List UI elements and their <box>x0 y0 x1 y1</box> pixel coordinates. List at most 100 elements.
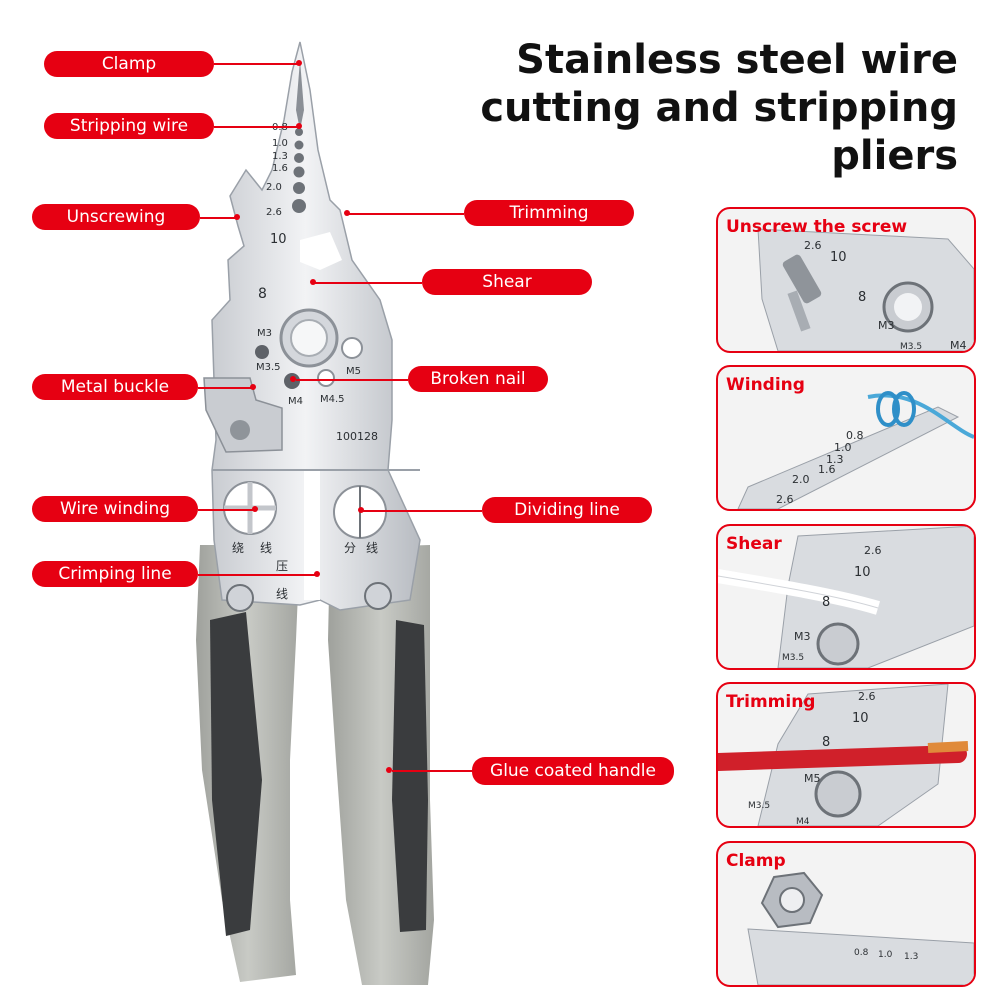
panel-label-trimming: Trimming <box>726 692 816 712</box>
panel-trimming-mark-10: 10 <box>852 711 869 726</box>
panel-shear: Shear 2.6 10 8 M3 M3.5 <box>716 524 976 670</box>
panel-shear-mark-8: 8 <box>822 595 830 610</box>
leader-dot-crimping-line <box>314 571 320 577</box>
panel-clamp-illustration: 0.8 1.0 1.3 <box>747 871 974 985</box>
title-line-3: pliers <box>831 133 958 179</box>
panel-winding-mark-26: 2.6 <box>776 493 794 506</box>
leader-unscrewing <box>200 217 236 219</box>
right-handle <box>328 545 434 985</box>
m4-mark: M4 <box>288 396 303 407</box>
leader-dot-shear <box>310 279 316 285</box>
leader-broken-nail <box>296 379 408 381</box>
leader-dot-clamp <box>296 60 302 66</box>
leader-crimping-line <box>198 574 316 576</box>
panel-unscrew-mark-26: 2.6 <box>804 239 822 252</box>
leader-glue-coated-handle <box>392 770 472 772</box>
leader-clamp <box>214 63 298 65</box>
gauge-26: 2.6 <box>266 207 282 218</box>
left-handle <box>196 545 300 982</box>
panel-winding-mark-13: 1.3 <box>826 453 844 466</box>
panel-unscrew: Unscrew the screw 2.6 10 8 M3 M3.5 M4 <box>716 207 976 353</box>
panel-unscrew-mark-m35: M3.5 <box>900 342 922 351</box>
panel-label-clamp: Clamp <box>726 851 786 871</box>
panel-shear-mark-m3: M3 <box>794 630 811 643</box>
product-title: Stainless steel wire cutting and strippi… <box>438 36 958 180</box>
panel-unscrew-mark-m4: M4 <box>950 339 967 351</box>
panel-unscrew-mark-10: 10 <box>830 250 847 265</box>
cn-xian-1: 线 <box>260 541 272 555</box>
leader-dot-broken-nail <box>290 376 296 382</box>
panel-unscrew-illustration: 2.6 10 8 M3 M3.5 M4 <box>757 228 974 351</box>
panel-shear-mark-10: 10 <box>854 565 871 580</box>
gauge-20: 2.0 <box>266 182 282 193</box>
cn-ya: 压 <box>276 559 288 573</box>
panel-trimming-mark-m4: M4 <box>796 817 810 826</box>
callout-metal-buckle: Metal buckle <box>32 374 198 400</box>
callout-wire-winding: Wire winding <box>32 496 198 522</box>
callout-stripping-wire: Stripping wire <box>44 113 214 139</box>
panel-trimming-illustration: 2.6 10 8 M5 M3.5 M4 <box>718 684 969 826</box>
panel-winding-mark-10: 1.0 <box>834 441 852 454</box>
model-number: 100128 <box>336 430 378 443</box>
cn-fen: 分 <box>344 541 356 555</box>
callout-trimming: Trimming <box>464 200 634 226</box>
m5-mark: M5 <box>346 366 361 377</box>
panel-shear-mark-26: 2.6 <box>864 544 882 557</box>
callout-shear: Shear <box>422 269 592 295</box>
leader-dot-metal-buckle <box>250 384 256 390</box>
panel-label-shear: Shear <box>726 534 782 554</box>
leader-dot-glue-coated-handle <box>386 767 392 773</box>
leader-wire-winding <box>198 509 254 511</box>
callout-crimping-line: Crimping line <box>32 561 198 587</box>
leader-stripping-wire <box>214 126 298 128</box>
leader-dot-dividing-line <box>358 507 364 513</box>
panel-winding-mark-16: 1.6 <box>818 463 836 476</box>
panel-clamp-mark-08: 0.8 <box>854 948 869 958</box>
callout-unscrewing: Unscrewing <box>32 204 200 230</box>
panel-trimming-mark-26: 2.6 <box>858 690 876 703</box>
cn-xian-2: 线 <box>276 587 288 601</box>
callout-clamp: Clamp <box>44 51 214 77</box>
callout-broken-nail: Broken nail <box>408 366 548 392</box>
panel-label-unscrew: Unscrew the screw <box>726 217 908 237</box>
m45-mark: M4.5 <box>320 394 345 405</box>
size-8: 8 <box>258 286 267 302</box>
panel-unscrew-mark-8: 8 <box>858 290 866 305</box>
panel-clamp-mark-10: 1.0 <box>878 950 893 960</box>
gauge-10: 1.0 <box>272 138 288 149</box>
panel-trimming-mark-8: 8 <box>822 735 830 750</box>
leader-trimming <box>348 213 464 215</box>
panel-label-winding: Winding <box>726 375 805 395</box>
panel-shear-illustration: 2.6 10 8 M3 M3.5 <box>718 526 974 668</box>
panel-winding-illustration: 0.8 1.0 1.3 1.6 2.0 2.6 <box>737 391 974 509</box>
gauge-13: 1.3 <box>272 151 288 162</box>
callout-glue-coated-handle: Glue coated handle <box>472 757 674 785</box>
gauge-16: 1.6 <box>272 163 288 174</box>
m35-mark: M3.5 <box>256 362 281 373</box>
leader-metal-buckle <box>198 387 252 389</box>
leader-shear <box>314 282 422 284</box>
panel-trimming-mark-m5: M5 <box>804 772 821 785</box>
cn-rao: 绕 <box>232 541 244 555</box>
panel-clamp-mark-13: 1.3 <box>904 952 918 962</box>
leader-dividing-line <box>362 510 482 512</box>
panel-shear-mark-m35: M3.5 <box>782 653 804 663</box>
cn-xian-3: 线 <box>366 541 378 555</box>
steel-head <box>203 41 421 612</box>
title-line-1: Stainless steel wire <box>516 37 958 83</box>
tool-markings: 0.8 1.0 1.3 1.6 2.0 2.6 10 8 M3 M3.5 M4 … <box>232 122 378 601</box>
size-10: 10 <box>270 232 287 247</box>
leader-dot-stripping-wire <box>296 123 302 129</box>
panel-trimming-mark-m35: M3.5 <box>748 801 770 811</box>
leader-dot-trimming <box>344 210 350 216</box>
panel-clamp: Clamp 0.8 1.0 1.3 <box>716 841 976 987</box>
panel-unscrew-mark-m3: M3 <box>878 319 895 332</box>
m3-mark: M3 <box>257 328 272 339</box>
title-line-2: cutting and stripping <box>480 85 958 131</box>
leader-dot-wire-winding <box>252 506 258 512</box>
panel-winding: Winding 0.8 1.0 1.3 1.6 2.0 2.6 <box>716 365 976 511</box>
panel-winding-mark-20: 2.0 <box>792 473 810 486</box>
panel-trimming: Trimming 2.6 10 8 M5 M3.5 M4 <box>716 682 976 828</box>
leader-dot-unscrewing <box>234 214 240 220</box>
